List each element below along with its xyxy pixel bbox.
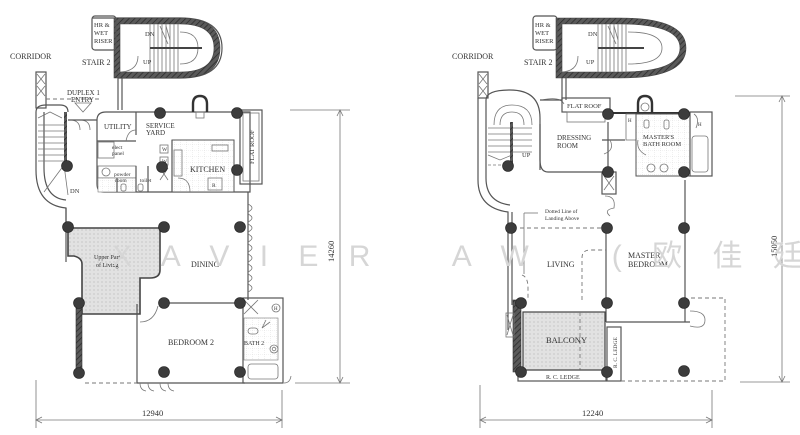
dimension-height-left: 14260 <box>326 241 336 262</box>
label-heater: H <box>274 307 278 312</box>
label-riser-3: RISER <box>94 38 113 45</box>
label-entry-1: DUPLEX 1 <box>67 89 100 97</box>
label-riser-1-right: HR & <box>535 22 551 29</box>
structural-columns <box>61 107 246 379</box>
label-powder-2: room <box>115 178 127 184</box>
label-living: LIVING <box>547 260 575 269</box>
label-corridor: CORRIDOR <box>10 52 52 61</box>
label-elect-1: elect <box>112 145 123 151</box>
label-stair-dn: DN <box>145 31 155 38</box>
label-spiral-up: UP <box>522 152 531 159</box>
label-powder-1: powder <box>114 172 131 178</box>
watermark-text: X A V I E R A W ( 欧 佳 廷 ) <box>112 240 800 273</box>
label-flat-roof: FLAT ROOF <box>249 129 256 164</box>
label-utility: UTILITY <box>104 123 132 131</box>
label-flat-roof-right: FLAT ROOF <box>567 103 602 110</box>
label-rc-ledge-bottom: R. C. LEDGE <box>546 375 580 381</box>
label-masters-bath-2: BATH ROOM <box>643 141 681 148</box>
label-corridor-right: CORRIDOR <box>452 52 494 61</box>
label-dining: DINING <box>191 260 220 269</box>
label-service-1: SERVICE <box>146 122 175 130</box>
label-elect-2: panel <box>112 151 124 157</box>
label-heater-1-right: H <box>628 119 632 124</box>
left-floor-plan <box>35 15 350 428</box>
label-spiral-dn: DN <box>70 188 80 195</box>
dimension-width-right: 12240 <box>582 408 603 418</box>
label-service-2: YARD <box>146 129 165 137</box>
label-balcony: BALCONY <box>546 335 587 345</box>
dimension-width-left: 12940 <box>142 408 163 418</box>
label-bath2: BATH 2 <box>244 341 264 347</box>
label-stair-up-right: UP <box>586 59 595 66</box>
dimension-height-right: 15050 <box>769 236 779 257</box>
label-dotted-note-1: Dotted Line of <box>545 208 578 215</box>
right-floor-plan <box>477 15 790 428</box>
structural-columns-right <box>502 108 690 378</box>
label-riser-2: WET <box>94 30 108 37</box>
label-rc-ledge-side: R. C. LEDGE <box>613 337 619 369</box>
dimension-lines <box>35 109 350 428</box>
label-dotted-note-2: Landing Above <box>545 216 580 222</box>
stair-core <box>91 15 223 79</box>
label-riser-2-right: WET <box>535 30 549 37</box>
label-master-2: BEDROOM <box>628 260 668 269</box>
label-fridge: R <box>212 183 216 189</box>
label-stair-up: UP <box>143 59 152 66</box>
label-toilet: toilet <box>140 178 152 184</box>
label-dressing-1: DRESSING <box>557 134 591 142</box>
label-stair: STAIR 2 <box>82 58 110 67</box>
dimension-lines-right <box>479 95 790 428</box>
label-riser-3-right: RISER <box>535 38 554 45</box>
label-w2: W <box>162 159 168 165</box>
label-stair-right: STAIR 2 <box>524 58 552 67</box>
label-riser-1: HR & <box>94 22 110 29</box>
label-masters-bath-1: MASTER'S <box>643 134 675 141</box>
label-kitchen: KITCHEN <box>190 165 225 174</box>
stair-core-right <box>532 15 687 79</box>
label-entry-2: ENTRY <box>71 96 94 104</box>
label-stair-dn-right: DN <box>588 31 598 38</box>
label-upper-living-1: Upper Part <box>94 255 120 261</box>
label-bedroom2: BEDROOM 2 <box>168 338 214 347</box>
label-heater-2-right: H <box>698 123 702 128</box>
label-w1: W <box>162 147 168 153</box>
label-dressing-2: ROOM <box>557 142 579 150</box>
label-upper-living-2: of Living <box>96 262 119 269</box>
label-master-1: MASTER <box>628 251 661 260</box>
